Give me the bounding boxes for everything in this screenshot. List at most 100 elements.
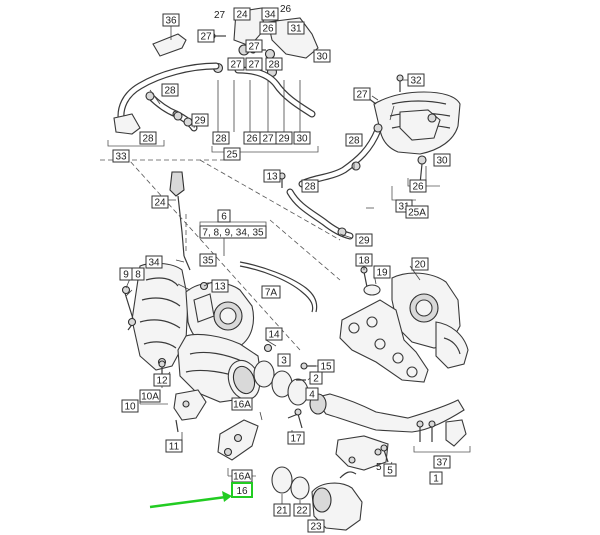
svg-text:3: 3 — [281, 356, 287, 367]
svg-text:24: 24 — [236, 10, 248, 21]
svg-text:27: 27 — [248, 42, 260, 53]
callout-29-a: 29 — [191, 113, 209, 127]
svg-text:27: 27 — [248, 60, 260, 71]
green-arrow-line — [149, 495, 227, 509]
svg-text:20: 20 — [414, 260, 426, 271]
svg-text:25: 25 — [226, 150, 238, 161]
svg-text:34: 34 — [148, 258, 160, 269]
svg-text:18: 18 — [358, 256, 370, 267]
outlet-seal — [271, 466, 293, 494]
svg-text:30: 30 — [296, 134, 308, 145]
callout-26-right: 26 — [409, 179, 427, 193]
svg-text:26: 26 — [412, 182, 424, 193]
svg-text:27: 27 — [200, 32, 212, 43]
svg-text:29: 29 — [194, 116, 206, 127]
callout-32: 32 — [407, 73, 425, 87]
callout-12: 12 — [153, 373, 171, 387]
svg-text:13: 13 — [214, 282, 226, 293]
svg-text:19: 19 — [376, 268, 388, 279]
callout-6: 6 — [217, 209, 231, 223]
svg-text:27: 27 — [356, 90, 368, 101]
callout-22: 22 — [293, 503, 311, 517]
callout-30-top: 30 — [313, 49, 331, 63]
svg-text:23: 23 — [310, 522, 322, 533]
svg-text:30: 30 — [436, 156, 448, 167]
svg-text:28: 28 — [142, 134, 154, 145]
svg-text:35: 35 — [202, 256, 214, 267]
callout-27-a: 27 — [197, 29, 215, 43]
callout-25: 25 — [223, 147, 241, 161]
svg-text:16A: 16A — [233, 472, 251, 483]
callout-27-f: 27 — [259, 131, 277, 145]
callout-text: 36 — [165, 16, 177, 27]
svg-text:15: 15 — [320, 362, 332, 373]
callout-26-b: 26 — [243, 131, 261, 145]
callout-4: 4 — [305, 387, 319, 401]
svg-text:10: 10 — [124, 402, 136, 413]
callout-28-b: 28 — [161, 83, 179, 97]
callout-16A: 16A — [231, 397, 253, 411]
svg-text:11: 11 — [169, 442, 180, 453]
callout-23: 23 — [307, 519, 325, 533]
svg-text:27: 27 — [230, 60, 242, 71]
turbo-outlet-assembly — [271, 466, 363, 531]
callout-24: 24 — [151, 195, 169, 209]
svg-text:28: 28 — [348, 136, 360, 147]
clamp-part — [264, 48, 276, 60]
callout-20: 20 — [411, 257, 429, 271]
exhaust-pipe-assembly — [253, 360, 471, 471]
callout-3: 3 — [277, 353, 291, 367]
oxygen-sensor — [169, 171, 185, 197]
callout-24-top: 24 — [233, 7, 251, 21]
callout-9: 9 — [119, 267, 133, 281]
callout-30-right: 30 — [433, 153, 451, 167]
highlight-arrow — [149, 491, 232, 509]
svg-text:29: 29 — [358, 236, 370, 247]
svg-text:8: 8 — [135, 270, 141, 281]
pressure-valve-part — [267, 17, 319, 59]
plain-label-5: 5 — [376, 462, 382, 473]
oxygen-sensor-wire — [177, 195, 185, 257]
svg-text:22: 22 — [296, 506, 308, 517]
callout-29-b: 29 — [275, 131, 293, 145]
turbocharger-manifold — [100, 149, 341, 403]
callout-28-f: 28 — [301, 179, 319, 193]
svg-text:6: 6 — [221, 212, 227, 223]
callout-18: 18 — [355, 253, 373, 267]
callout-34-top: 34 — [261, 7, 279, 21]
svg-text:16: 16 — [236, 486, 248, 497]
oil-supply-line — [239, 261, 318, 313]
callout-27-b: 27 — [245, 39, 263, 53]
callout-26-top: 26 — [259, 21, 277, 35]
callout-28-a: 28 — [265, 57, 283, 71]
svg-text:29: 29 — [278, 134, 290, 145]
bracket-part — [113, 113, 141, 135]
svg-text:28: 28 — [268, 60, 280, 71]
svg-text:10A: 10A — [141, 392, 159, 403]
callout-28-d: 28 — [212, 131, 230, 145]
svg-text:32: 32 — [410, 76, 422, 87]
outlet-clamp — [290, 476, 310, 500]
svg-text:31: 31 — [398, 202, 410, 213]
plain-label-26: 26 — [280, 4, 292, 15]
compressor-assembly — [339, 262, 469, 383]
svg-text:28: 28 — [164, 86, 176, 97]
svg-text:34: 34 — [264, 10, 276, 21]
callout-34: 34 — [145, 255, 163, 269]
svg-text:17: 17 — [290, 434, 302, 445]
svg-text:14: 14 — [268, 330, 280, 341]
callout-2: 2 — [309, 371, 323, 385]
callout-27-e: 27 — [353, 87, 371, 101]
seal-ring — [287, 378, 309, 406]
callout-27-c: 27 — [227, 57, 245, 71]
callout-10A: 10A — [139, 389, 161, 403]
coolant-pipe — [298, 126, 382, 188]
clamp-ring — [253, 360, 275, 388]
hose-clip-part — [152, 33, 187, 57]
callout-33: 33 — [112, 149, 130, 163]
callout-14: 14 — [265, 327, 283, 341]
callout-16A-bottom: 16A — [231, 469, 253, 483]
svg-text:27: 27 — [262, 134, 274, 145]
svg-text:13: 13 — [266, 172, 278, 183]
